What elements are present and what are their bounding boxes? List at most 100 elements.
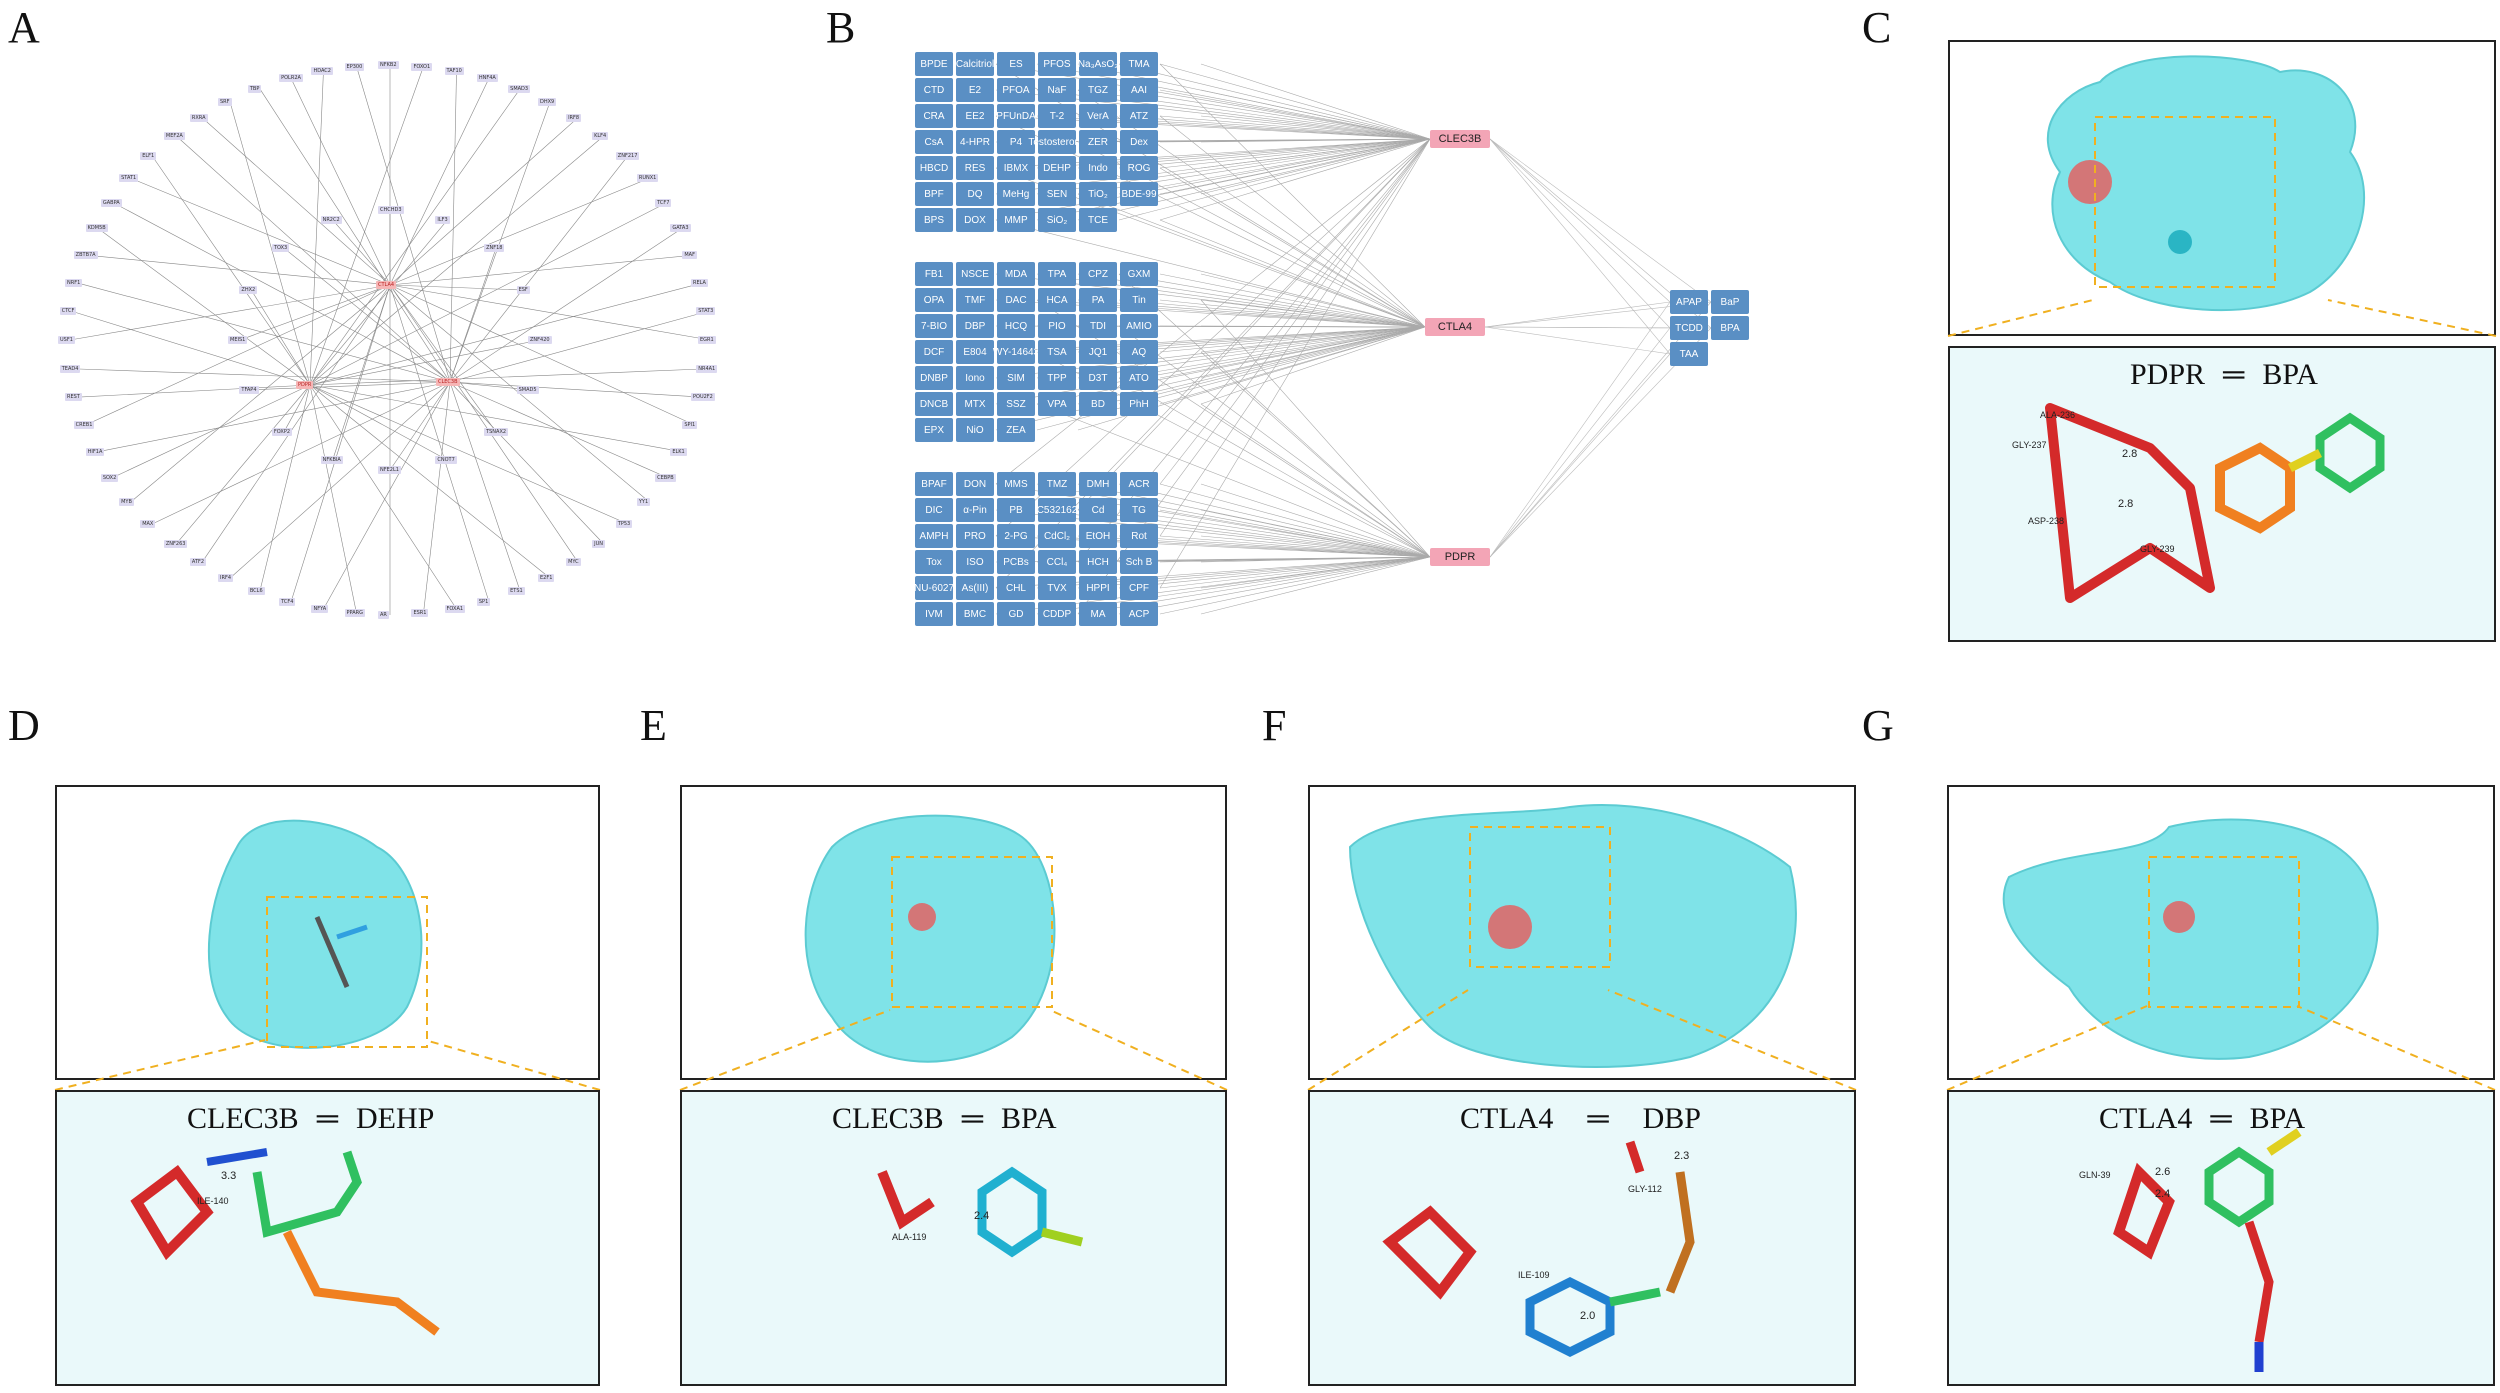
chemical-node: ES [997, 52, 1035, 76]
chemical-node: CDDP [1038, 602, 1076, 626]
network-edge [175, 384, 311, 545]
network-edge [229, 101, 311, 386]
chemical-node: TiO₂ [1079, 182, 1117, 206]
network-node: ZBTB7A [73, 251, 98, 260]
chemical-node: WY-14643 [993, 340, 1039, 364]
network-edge [1200, 351, 1431, 558]
network-edge [995, 483, 1431, 558]
network-edge [1118, 326, 1426, 353]
network-b-edges [995, 63, 1712, 615]
network-edge [309, 384, 448, 461]
network-edge [389, 284, 695, 426]
panel-letter-d: D [8, 701, 40, 750]
chemical-node: PA [1079, 288, 1117, 312]
network-node: NFYA [311, 604, 329, 613]
network-edge [1118, 115, 1431, 140]
surface-view-g [1947, 785, 2495, 1080]
network-edge [389, 381, 451, 471]
network-edge [1077, 138, 1431, 511]
network-node: ELK1 [670, 447, 687, 456]
chemical-node: SIM [997, 366, 1035, 390]
network-edge [449, 381, 668, 478]
chemical-node: CHL [997, 576, 1035, 600]
network-hub-node: CLEC3B [436, 378, 460, 386]
network-edge [1036, 63, 1431, 140]
chemical-node: As(III) [956, 576, 994, 600]
chemical-node: ISO [956, 550, 994, 574]
network-node: ILF3 [435, 215, 450, 224]
network-node: NFE2L1 [378, 466, 401, 474]
network-edge [309, 202, 668, 386]
network-edge [449, 310, 709, 383]
network-edge [1159, 556, 1431, 615]
chemical-node: AMIO [1120, 314, 1158, 338]
network-node: HNF4A [476, 74, 498, 83]
network-edge [323, 381, 451, 610]
chemical-node: CPZ [1079, 262, 1117, 286]
network-edge [1200, 509, 1431, 558]
chemical-node: DON [956, 472, 994, 496]
residue-label: GLY-112 [1628, 1184, 1662, 1194]
network-edge [131, 178, 391, 286]
network-edge [1159, 535, 1431, 558]
network-edge [449, 101, 551, 383]
network-edge [389, 284, 579, 563]
network-edge [1159, 115, 1426, 328]
network-edge [309, 384, 628, 525]
network-node: STAT3 [696, 307, 716, 316]
panel-letter-c: C [1862, 3, 1892, 52]
chemical-node: GD [997, 602, 1035, 626]
chemical-node: ATZ [1120, 104, 1158, 128]
network-edge [283, 384, 311, 433]
network-edge [309, 66, 424, 386]
chemical-node: TPA [1038, 262, 1076, 286]
network-edge [1159, 63, 1426, 328]
network-edge [1200, 483, 1431, 558]
network-edge [1077, 138, 1431, 221]
network-edge [1200, 273, 1426, 328]
network-edge [1036, 138, 1431, 221]
network-edge [1200, 63, 1431, 140]
network-edge [449, 71, 457, 383]
chemical-node: PFOS [1038, 52, 1076, 76]
network-edge [1489, 327, 1671, 558]
network-edge [1118, 138, 1431, 221]
network-edge [1159, 219, 1426, 328]
network-edge [1077, 89, 1426, 328]
network-edge [309, 384, 357, 614]
network-edge [389, 78, 490, 286]
distance-label: 2.3 [1674, 1150, 1690, 1162]
network-edge [76, 282, 451, 383]
chemical-node: FB1 [915, 262, 953, 286]
network-edge [1200, 89, 1431, 140]
network-node: KLF4 [592, 131, 609, 140]
residue-label: ALA-119 [892, 1232, 927, 1242]
chemical-node: D3T [1079, 366, 1117, 390]
network-edge [1077, 193, 1426, 328]
network-node: ESR1 [411, 609, 429, 618]
chemical-node: ACR [1120, 472, 1158, 496]
network-edge [1036, 403, 1431, 558]
network-node: MEIS1 [228, 336, 248, 344]
binding-pose-d [130, 1148, 440, 1336]
chemical-node: Indo [1079, 156, 1117, 180]
protein-surface-g [2002, 818, 2379, 1060]
network-node: MYC [566, 558, 581, 567]
network-edge [423, 381, 451, 614]
network-node: POU2F2 [691, 393, 715, 402]
chemical-node: TPP [1038, 366, 1076, 390]
network-edge [201, 284, 391, 563]
network-node: SOX2 [100, 473, 119, 482]
network-node: PPARG [344, 609, 366, 618]
network-edge [1200, 556, 1431, 563]
binding-pose-g [2113, 1128, 2302, 1372]
chemical-node: ZER [1079, 130, 1117, 154]
chemical-node: DMH [1079, 472, 1117, 496]
network-edge [1159, 483, 1431, 558]
network-edge [1118, 299, 1426, 328]
network-node: GATA3 [670, 224, 691, 233]
network-node: CTCF [59, 307, 77, 316]
chemical-node: DNBP [915, 366, 953, 390]
residue-label: ILE-140 [197, 1196, 229, 1206]
network-node: IRF4 [218, 574, 234, 583]
